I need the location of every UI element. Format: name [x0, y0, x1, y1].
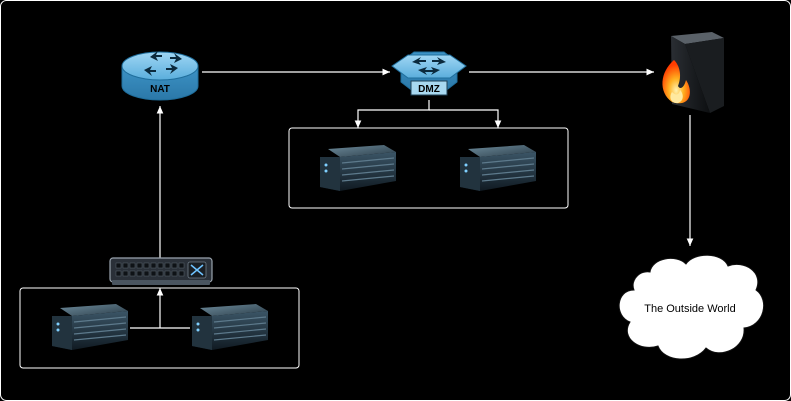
switch-port	[171, 262, 178, 269]
switch-port	[115, 270, 122, 277]
switch-port	[150, 270, 157, 277]
switch-port	[129, 270, 136, 277]
dmz-server-group	[288, 127, 569, 209]
switch-port	[171, 270, 178, 277]
layer3-switch-icon	[391, 51, 467, 96]
switch-port	[129, 262, 136, 269]
network-switch-icon	[109, 257, 213, 285]
outside-world-cloud[interactable]: The Outside World	[618, 254, 765, 360]
switch-port	[136, 262, 143, 269]
connections	[130, 68, 694, 329]
switch-port	[122, 270, 129, 277]
router-icon	[121, 51, 199, 101]
switch-port	[150, 262, 157, 269]
connection-servers-to-switch	[130, 288, 190, 329]
cloud-icon	[618, 254, 765, 360]
switch-port	[164, 270, 171, 277]
switch-port	[157, 262, 164, 269]
switch-port	[178, 270, 185, 277]
firewall[interactable]	[662, 32, 724, 113]
connection-dmz-to-servers	[354, 100, 430, 128]
switch-port	[136, 270, 143, 277]
cloud-label: The Outside World	[644, 303, 736, 315]
nat-label: NAT	[150, 84, 170, 95]
switch-port	[143, 262, 150, 269]
dmz-switch[interactable]: DMZ	[391, 51, 467, 96]
switch-port	[157, 270, 164, 277]
switch-port	[178, 262, 185, 269]
switch-port	[143, 270, 150, 277]
switch-port	[122, 262, 129, 269]
nat-router[interactable]: NAT	[121, 51, 199, 101]
connection-dmz-to-server-2	[429, 109, 502, 128]
network-switch[interactable]	[109, 257, 213, 285]
firewall-icon	[662, 32, 724, 113]
switch-port	[164, 262, 171, 269]
dmz-label: DMZ	[418, 84, 440, 95]
switch-port	[115, 262, 122, 269]
